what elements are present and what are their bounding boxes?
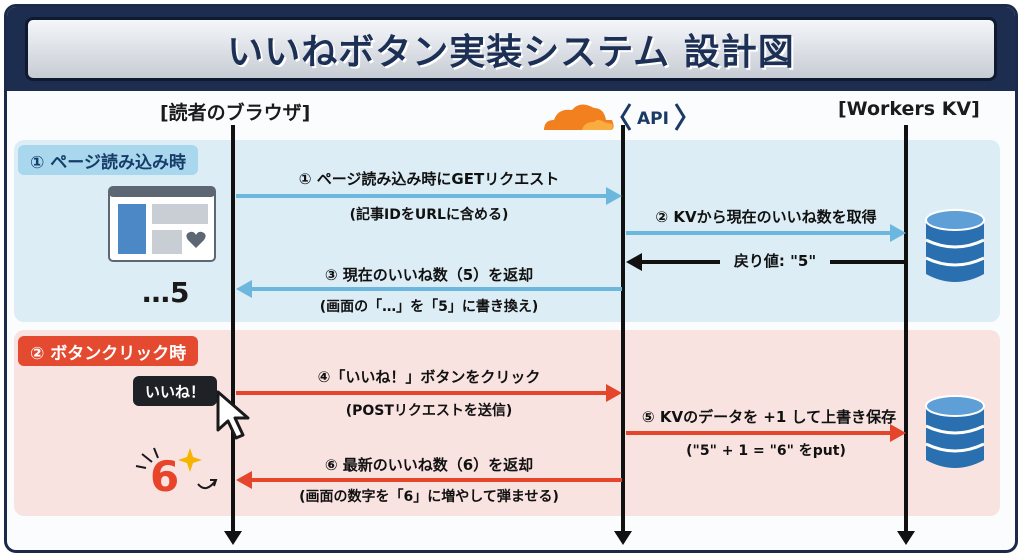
step6-label: ⑥ 最新のいいね数（6）を返却 xyxy=(324,456,534,474)
kv-lifeline xyxy=(897,125,915,545)
mouse-cursor-icon xyxy=(216,390,250,440)
browser-lifeline xyxy=(224,125,242,545)
step1-sublabel: (記事IDをURLに含める) xyxy=(349,207,509,223)
api-lifeline xyxy=(614,125,632,545)
header-bar: いいねボタン実装システム 設計図 xyxy=(7,7,1015,91)
like-button[interactable]: いいね！ xyxy=(133,376,217,406)
step5-label: ⑤ KVのデータを +1 して上書き保存 xyxy=(641,408,897,426)
step2-arrow xyxy=(626,224,906,242)
browser-column-label: [読者のブラウザ] xyxy=(160,102,311,124)
title-box: いいねボタン実装システム 設計図 xyxy=(25,17,997,81)
browser-window-icon xyxy=(108,186,216,262)
phase2-label: ② ボタンクリック時 xyxy=(18,336,199,366)
sparkle-icon xyxy=(135,447,218,490)
step6-sublabel: (画面の数字を「6」に増やして弾ませる) xyxy=(299,489,559,505)
phase1-label: ① ページ読み込み時 xyxy=(18,145,198,175)
api-badge-icon: API xyxy=(620,103,686,131)
step1-arrow xyxy=(236,187,622,205)
return-value-label: 戻り値: "5" xyxy=(720,250,830,271)
kv-column-label: [Workers KV] xyxy=(838,98,980,120)
api-label: API xyxy=(637,109,669,129)
step4-label: ④「いいね！」ボタンをクリック xyxy=(317,368,541,386)
return-arrow-right xyxy=(830,260,904,264)
return-arrow-left xyxy=(626,253,720,271)
step5-arrow xyxy=(626,424,906,442)
step4-sublabel: (POSTリクエストを送信) xyxy=(345,403,513,419)
step3-arrow xyxy=(236,280,622,298)
database-icon xyxy=(925,395,985,468)
step5-sublabel: ("5" + 1 = "6" をput) xyxy=(686,443,846,459)
step6-arrow xyxy=(236,471,622,489)
step2-label: ② KVから現在のいいね数を取得 xyxy=(655,208,877,226)
step3-label: ③ 現在のいいね数（5）を返却 xyxy=(324,266,534,284)
step1-label: ① ページ読み込み時にGETリクエスト xyxy=(298,170,560,188)
initial-like-count: …5 xyxy=(142,276,190,309)
database-icon xyxy=(925,209,985,282)
diagram-title: いいねボタン実装システム 設計図 xyxy=(227,32,795,73)
step3-sublabel: (画面の「…」を「5」に書き換え) xyxy=(319,299,539,315)
step4-arrow xyxy=(236,384,622,402)
updated-like-count: 6 xyxy=(150,452,180,501)
cloudflare-logo xyxy=(544,104,614,130)
